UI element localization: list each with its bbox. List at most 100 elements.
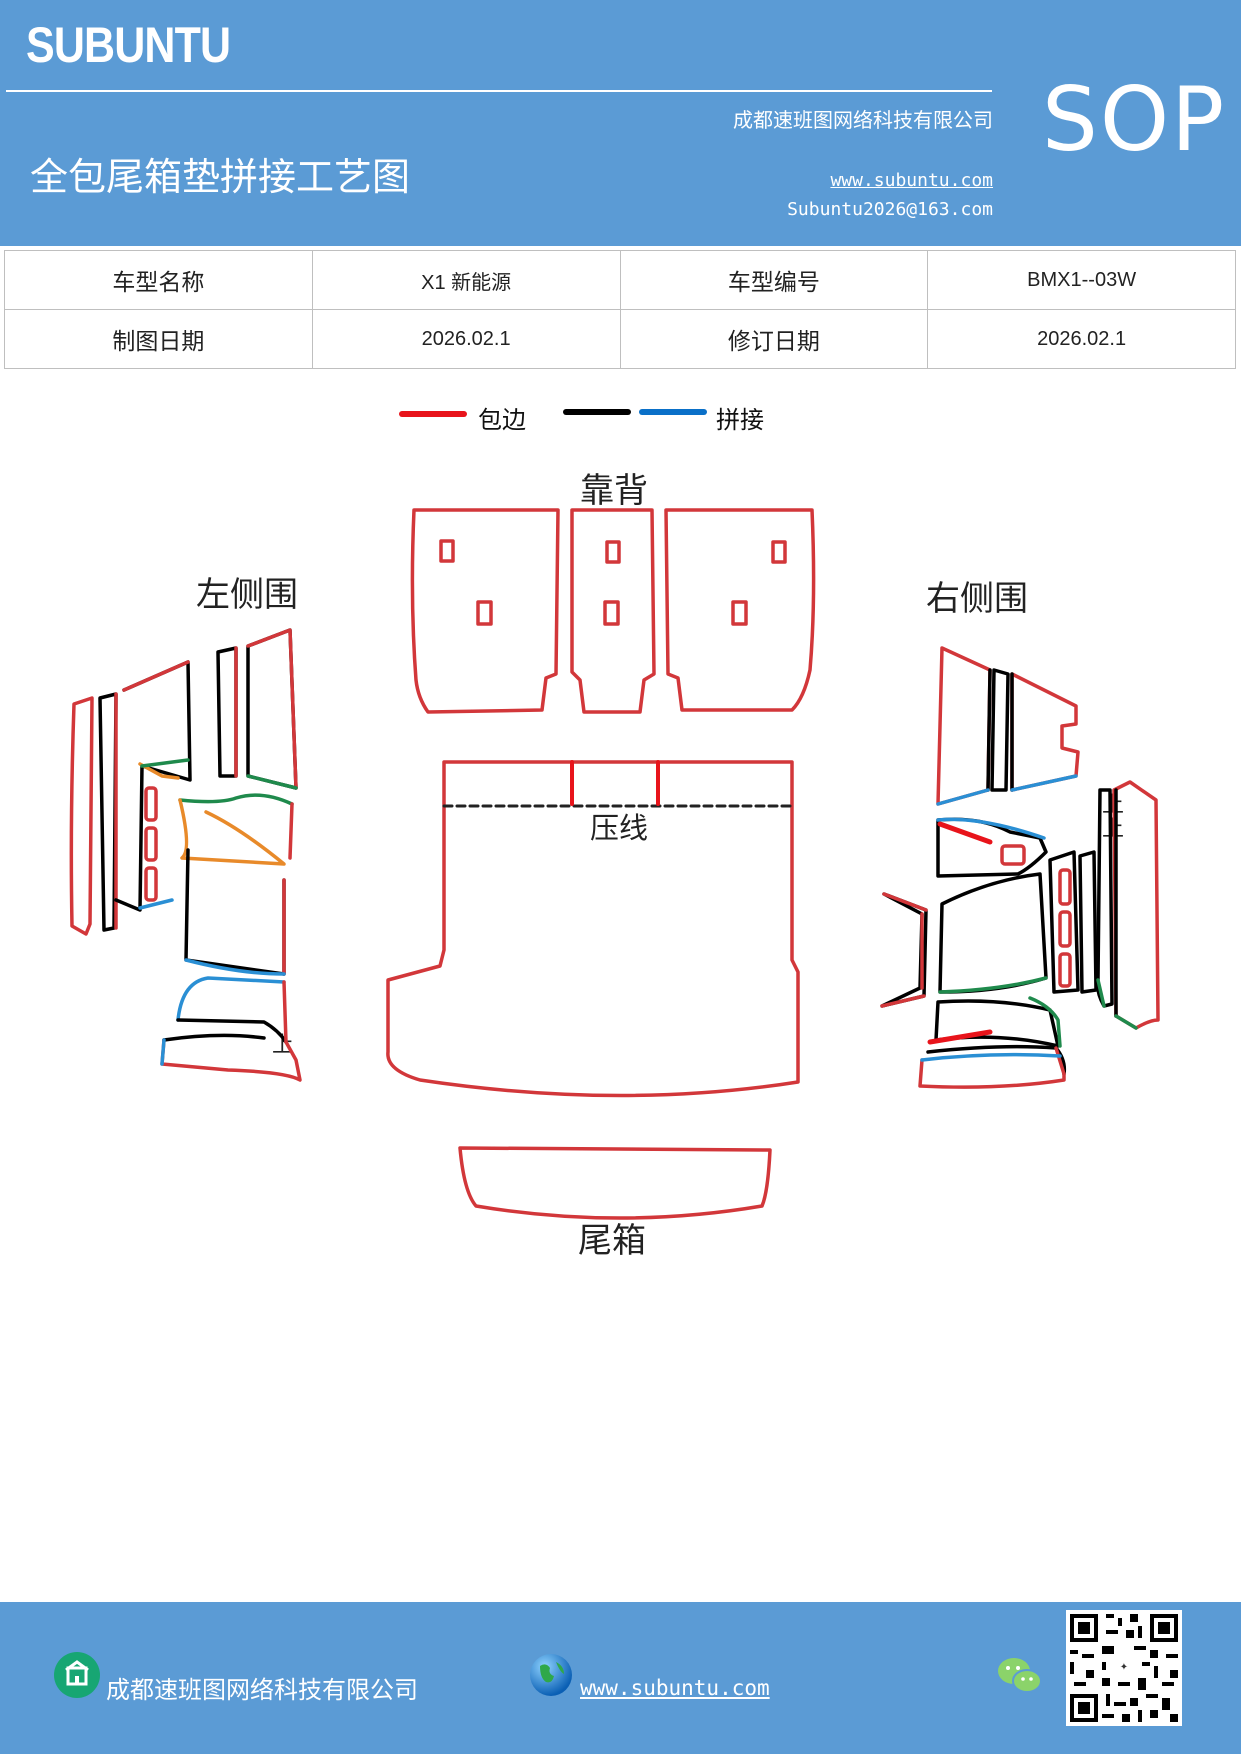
label-press-line: 压线 xyxy=(590,811,648,845)
right-blue-seam-2 xyxy=(1010,774,1078,792)
sop-label: SOP xyxy=(1042,68,1227,171)
right-side-wall xyxy=(880,646,1160,1089)
label-left-side: 左侧围 xyxy=(196,575,298,615)
left-mid-edge xyxy=(288,802,294,860)
footer-banner: 成都速班图网络科技有限公司 www.subuntu.com xyxy=(0,1602,1241,1754)
mat-diagram: 包边 拼接 靠背 左侧围 右侧围 压线 尾箱 上 上 上 xyxy=(69,406,1160,1261)
left-strip-4 xyxy=(246,628,298,790)
right-blue-seam-1 xyxy=(936,788,990,806)
label-trunk: 尾箱 xyxy=(578,1221,646,1261)
trunk-floor xyxy=(386,760,800,1098)
backrest-middle-slot-1 xyxy=(605,540,621,564)
model-name-label: 车型名称 xyxy=(4,250,313,310)
backrest-middle xyxy=(570,508,656,714)
globe-icon xyxy=(528,1652,574,1698)
draw-date-label: 制图日期 xyxy=(4,309,313,369)
backrest-right-slot-2 xyxy=(731,600,748,626)
label-right-side: 右侧围 xyxy=(926,579,1028,619)
left-lower-edge xyxy=(282,980,288,1044)
tail-panel xyxy=(458,1146,772,1220)
backrest-left-slot-2 xyxy=(476,600,493,626)
left-slot-2 xyxy=(144,826,158,862)
header-company: 成都速班图网络科技有限公司 xyxy=(733,108,993,132)
left-orange-panel xyxy=(178,798,286,866)
table-row: 车型名称 X1 新能源 车型编号 BMX1--03W xyxy=(4,250,1236,310)
right-slot-2 xyxy=(1058,868,1072,906)
right-slot-panel xyxy=(1048,850,1080,994)
backrest-right xyxy=(664,508,816,712)
left-green-seam-1 xyxy=(140,758,190,768)
right-strip-1 xyxy=(990,668,1010,792)
trunk-floor-outline xyxy=(386,760,800,1098)
table-row: 制图日期 2026.02.1 修订日期 2026.02.1 xyxy=(4,309,1236,369)
left-strip-2 xyxy=(98,692,118,932)
footer-company: 成都速班图网络科技有限公司 xyxy=(106,1676,418,1704)
left-blue-seam-2 xyxy=(176,976,286,1022)
right-panel-upper xyxy=(936,646,992,806)
building-icon xyxy=(54,1652,100,1698)
left-strip-3 xyxy=(216,646,238,778)
left-bottom-strip-seam xyxy=(162,1033,266,1042)
header-divider xyxy=(6,90,992,92)
left-blue-seam-3 xyxy=(138,898,174,910)
backrest-panels xyxy=(410,508,816,714)
right-red-mark-2 xyxy=(927,1029,993,1045)
header-email: Subuntu2026@163.com xyxy=(787,199,993,220)
right-bracket xyxy=(880,892,928,1008)
left-strip-4-edge xyxy=(246,628,298,790)
wechat-icon xyxy=(996,1654,1044,1698)
backrest-middle-slot-2 xyxy=(603,600,620,626)
left-blue-seam-1 xyxy=(184,958,286,976)
left-bottom-strip-edge xyxy=(160,1038,302,1082)
legend: 包边 拼接 xyxy=(399,406,764,434)
right-strip-2 xyxy=(1078,850,1098,994)
right-blue-seam-3 xyxy=(936,817,1046,840)
right-green-seam-4 xyxy=(1028,996,1062,1048)
right-blue-seam-4 xyxy=(920,1052,1062,1062)
left-slot-3 xyxy=(144,866,158,902)
qr-code: ✦ xyxy=(1066,1610,1182,1726)
left-panel-upper-edge xyxy=(122,660,190,692)
brand-logo: SUBUNTU xyxy=(26,17,231,73)
right-red-mark-1 xyxy=(937,821,993,845)
legend-label-edge: 包边 xyxy=(478,406,526,434)
right-slot-3 xyxy=(1058,910,1072,948)
left-orange-seam-1 xyxy=(138,762,180,780)
right-bottom-seam xyxy=(926,1044,1067,1076)
left-green-seam-2 xyxy=(246,774,298,790)
right-green-seam-1 xyxy=(938,976,1048,994)
model-name-value: X1 新能源 xyxy=(311,250,621,310)
left-green-seam-3 xyxy=(178,793,294,806)
left-panel-upper xyxy=(114,660,192,912)
label-up-left: 上 xyxy=(272,1033,294,1058)
right-slot-4 xyxy=(1058,952,1072,988)
header-banner: SUBUNTU 成都速班图网络科技有限公司 全包尾箱垫拼接工艺图 www.sub… xyxy=(0,0,1241,246)
right-green-seam-2 xyxy=(1096,978,1106,1008)
backrest-right-slot-1 xyxy=(771,540,787,564)
svg-text:✦: ✦ xyxy=(1120,1662,1128,1673)
revise-date-value: 2026.02.1 xyxy=(927,309,1236,369)
right-bottom-strip xyxy=(918,1046,1066,1089)
footer-website-link[interactable]: www.subuntu.com xyxy=(580,1676,770,1700)
left-bottom-blue xyxy=(160,1038,166,1066)
backrest-left-slot-1 xyxy=(439,539,455,563)
draw-date-value: 2026.02.1 xyxy=(311,309,621,369)
right-panel-upper-seam xyxy=(986,668,992,792)
model-code-label: 车型编号 xyxy=(619,250,929,310)
header-website-link[interactable]: www.subuntu.com xyxy=(830,170,993,191)
label-back: 靠背 xyxy=(580,471,648,511)
right-panel-notched xyxy=(1010,672,1080,792)
left-side-wall xyxy=(69,628,302,1082)
revise-date-label: 修订日期 xyxy=(619,309,929,369)
backrest-left xyxy=(410,508,560,714)
page-title: 全包尾箱垫拼接工艺图 xyxy=(30,155,411,199)
left-strip-1 xyxy=(69,696,94,936)
left-panel-lower xyxy=(184,848,286,976)
left-slot-1 xyxy=(144,786,158,822)
right-green-seam-3 xyxy=(1114,1014,1138,1030)
right-slot-1 xyxy=(1000,844,1026,866)
legend-label-joint: 拼接 xyxy=(716,406,764,434)
right-bracket-edge xyxy=(880,892,928,1008)
right-center-panel xyxy=(938,872,1048,994)
model-code-value: BMX1--03W xyxy=(927,250,1236,310)
